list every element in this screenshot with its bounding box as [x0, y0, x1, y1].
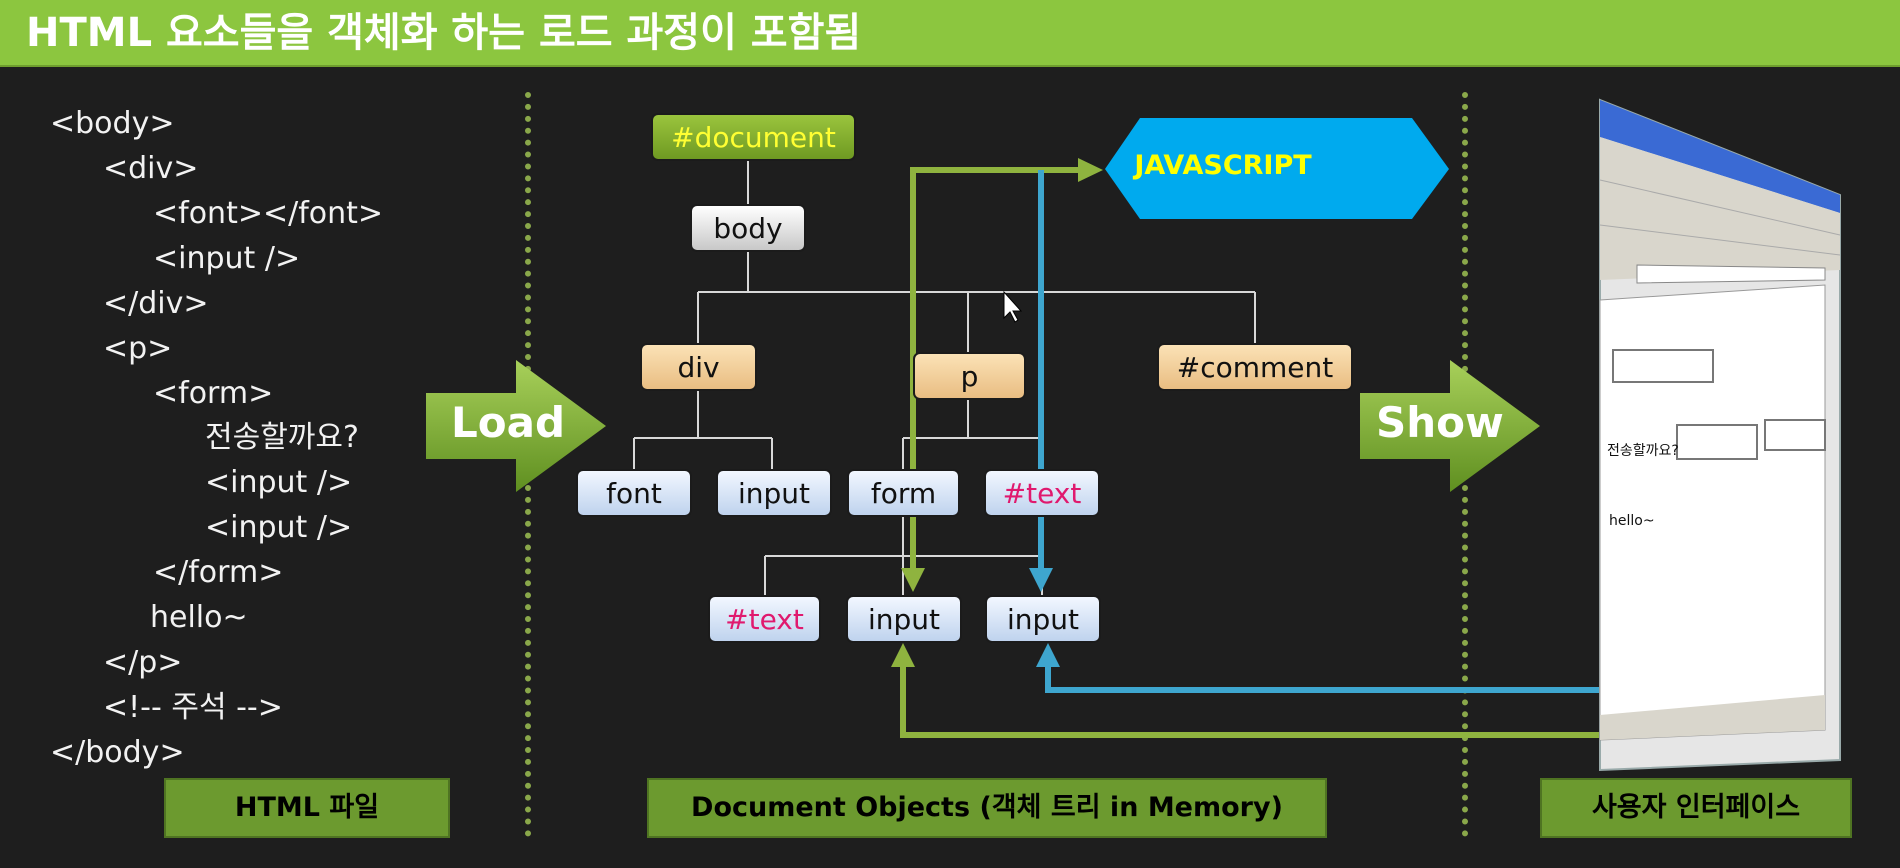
node-p: p: [913, 352, 1026, 400]
browser-statusbar: [1600, 695, 1825, 740]
code-line: <!-- 주석 -->: [103, 690, 283, 725]
caption-document-objects: Document Objects (객체 트리 in Memory): [647, 778, 1327, 838]
node-body: body: [690, 204, 806, 252]
node-form: form: [847, 469, 960, 517]
node-input: input: [716, 469, 832, 517]
browser-hello: hello~: [1609, 513, 1655, 529]
javascript-label: JAVASCRIPT: [1134, 150, 1312, 181]
browser-titlebar: [1600, 100, 1840, 213]
code-line: </div>: [103, 286, 209, 321]
show-label: Show: [1376, 398, 1504, 447]
caption-user-interface: 사용자 인터페이스: [1540, 778, 1852, 838]
javascript-box: [1105, 118, 1449, 219]
browser-window-thumbnail: 전송할까요? hello~: [1599, 98, 1841, 772]
code-line: </form>: [153, 555, 284, 590]
node-input: input: [846, 595, 962, 643]
node-text: #text: [708, 595, 821, 643]
show-arrow: [1360, 360, 1540, 492]
node-text: #text: [984, 469, 1100, 517]
browser-input-box: [1764, 419, 1826, 451]
code-line: 전송할까요?: [205, 420, 359, 455]
load-label: Load: [451, 398, 566, 447]
caption-html-file: HTML 파일: [164, 778, 450, 838]
code-line: <form>: [153, 376, 274, 411]
code-line: hello~: [150, 600, 248, 635]
code-line: <font></font>: [153, 196, 384, 231]
code-line: <input />: [205, 465, 353, 500]
page-title: HTML 요소들을 객체화 하는 로드 과정이 포함됨: [0, 0, 1900, 67]
node-document: #document: [651, 113, 856, 161]
node-div: div: [640, 343, 757, 391]
code-line: </p>: [103, 645, 183, 680]
code-line: <p>: [103, 331, 173, 366]
node-comment: #comment: [1157, 343, 1353, 391]
load-arrow: [426, 360, 606, 492]
browser-input-box: [1676, 424, 1758, 460]
node-input: input: [985, 595, 1101, 643]
code-line: </body>: [50, 735, 185, 770]
code-line: <div>: [103, 151, 199, 186]
code-line: <input />: [205, 510, 353, 545]
mouse-cursor: [1003, 290, 1023, 323]
browser-address-bar: [1636, 264, 1826, 284]
code-line: <input />: [153, 241, 301, 276]
browser-form-label: 전송할까요?: [1607, 443, 1679, 459]
node-font: font: [576, 469, 692, 517]
browser-input-box: [1612, 349, 1714, 383]
code-line: <body>: [50, 106, 175, 141]
